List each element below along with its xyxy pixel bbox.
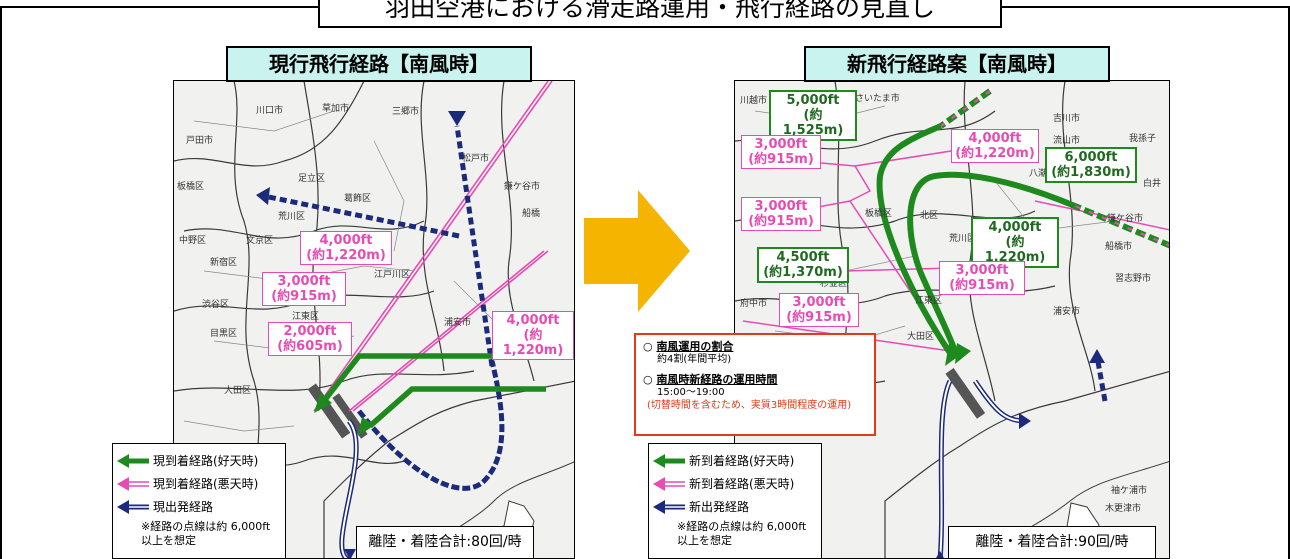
- page-title: 羽田空港における滑走路運用・飛行経路の見直し: [318, 0, 1002, 28]
- right-green-routes: [876, 123, 1077, 357]
- place-label: 浦安市: [444, 316, 471, 328]
- place-label: 江戸川区: [374, 269, 410, 280]
- legend-item: 現到着経路(好天時): [117, 449, 281, 472]
- left-legend: 現到着経路(好天時) 現到着経路(悪天時) 現出発経路 ※経路の点線は約 6,0…: [112, 443, 286, 559]
- place-label: 大田区: [907, 330, 934, 342]
- place-label: 江東区: [292, 310, 319, 322]
- place-label: 板橋区: [177, 180, 204, 192]
- legend-note: ※経路の点線は約 6,000ft以上を想定: [677, 520, 807, 547]
- place-label: 江東区: [915, 294, 942, 306]
- navy-arrow-icon: [117, 499, 149, 514]
- place-label: 川口市: [256, 104, 283, 116]
- place-label: 川越市: [740, 94, 767, 106]
- place-label: 戸田市: [186, 134, 213, 146]
- place-label: 葛飾区: [344, 192, 371, 204]
- info-heading-hours: ○ 南風時新経路の運用時間: [643, 373, 778, 386]
- place-label: 足立区: [298, 172, 325, 184]
- altitude-label: 4,000ft(約1,220m): [971, 217, 1059, 268]
- left-navy-routes: [256, 111, 505, 558]
- south-wind-info-box: ○ 南風運用の割合 約4割(年間平均) ○ 南風時新経路の運用時間 15:00～…: [634, 333, 876, 436]
- left-green-routes: [321, 353, 546, 429]
- frame-line-top-right: [1002, 6, 1290, 8]
- altitude-label: 3,000ft(約915m): [939, 261, 1025, 295]
- right-total: 離陸・着陸合計:90回/時: [948, 526, 1156, 559]
- altitude-label: 3,000ft(約915m): [779, 293, 859, 327]
- legend-item: 新到着経路(好天時): [653, 449, 817, 472]
- place-label: 北区: [920, 210, 938, 221]
- place-label: 草加市: [322, 102, 349, 114]
- place-label: 船橋市: [1105, 240, 1132, 252]
- legend-note: ※経路の点線は約 6,000ft以上を想定: [141, 520, 271, 547]
- place-label: 荒川区: [278, 211, 305, 222]
- info-hours-value: 15:00～19:00: [657, 387, 725, 398]
- altitude-label: 6,000ft(約1,830m): [1045, 147, 1137, 183]
- place-label: 吉川市: [1053, 112, 1080, 124]
- frame-line-right: [1288, 6, 1290, 559]
- legend-item: 新到着経路(悪天時): [653, 472, 817, 495]
- pink-arrow-icon: [117, 476, 149, 491]
- transition-arrow-icon: [584, 190, 690, 312]
- green-arrow-icon: [117, 453, 149, 468]
- place-label: 新宿区: [210, 256, 237, 268]
- place-label: 流山市: [1053, 134, 1080, 146]
- right-subtitle: 新飛行経路案【南風時】: [804, 46, 1110, 82]
- place-label: 文京区: [246, 234, 273, 246]
- left-subtitle: 現行飛行経路【南風時】: [226, 46, 532, 82]
- navy-arrow-icon: [653, 499, 685, 514]
- place-label: 袖ケ浦市: [1111, 484, 1147, 496]
- place-label: 渋谷区: [202, 298, 229, 310]
- place-label: 我孫子: [1129, 132, 1156, 144]
- place-label: 松戸市: [462, 152, 489, 164]
- info-ratio-value: 約4割(年間平均): [657, 354, 732, 365]
- frame-line-top-left: [0, 6, 318, 8]
- place-label: 習志野市: [1115, 272, 1151, 284]
- info-heading-ratio: ○ 南風運用の割合: [643, 340, 734, 353]
- legend-item: 現到着経路(悪天時): [117, 472, 281, 495]
- altitude-label: 2,000ft(約605m): [268, 322, 352, 356]
- place-label: 府中市: [740, 297, 767, 309]
- place-label: 浦安市: [1053, 305, 1080, 317]
- place-label: 鎌ケ谷市: [504, 180, 540, 192]
- left-pink-routes: [313, 81, 553, 412]
- altitude-label: 4,000ft(約1,220m): [300, 231, 392, 265]
- place-label: 荒川区: [949, 233, 976, 244]
- altitude-label: 4,500ft(約1,370m): [757, 247, 849, 283]
- place-label: 船橋: [522, 207, 540, 219]
- map-right-graphic: 川越市 さいたま市 吉川市 流山市 我孫子 八潮市 白井 鎌ケ谷市 船橋市 習志…: [735, 81, 1169, 558]
- info-hours-note: (切替時間を含むため、実質3時間程度の運用): [647, 400, 852, 411]
- legend-item: 現出発経路: [117, 495, 281, 518]
- right-legend: 新到着経路(好天時) 新到着経路(悪天時) 新出発経路 ※経路の点線は約 6,0…: [648, 443, 822, 559]
- altitude-label: 4,000ft(約1,220m): [492, 311, 574, 360]
- green-arrow-icon: [653, 453, 685, 468]
- frame-line-left: [0, 6, 2, 559]
- place-label: 木更津市: [1105, 502, 1141, 514]
- legend-item: 新出発経路: [653, 495, 817, 518]
- place-label: 三郷市: [392, 105, 419, 117]
- place-label: 目黒区: [210, 328, 237, 339]
- place-label: さいたま市: [855, 92, 900, 104]
- place-label: 鎌ケ谷市: [1107, 212, 1143, 224]
- place-label: 大田区: [224, 384, 251, 396]
- altitude-label: 5,000ft(約1,525m): [769, 90, 857, 141]
- altitude-label: 3,000ft(約915m): [262, 272, 346, 306]
- altitude-label: 4,000ft(約1,220m): [951, 129, 1039, 163]
- altitude-label: 3,000ft(約915m): [741, 135, 821, 169]
- pink-arrow-icon: [653, 476, 685, 491]
- place-label: 中野区: [179, 234, 206, 246]
- left-total: 離陸・着陸合計:80回/時: [356, 526, 534, 559]
- altitude-label: 3,000ft(約915m): [741, 197, 821, 231]
- place-label: 白井: [1143, 177, 1161, 189]
- place-label: 板橋区: [865, 207, 892, 219]
